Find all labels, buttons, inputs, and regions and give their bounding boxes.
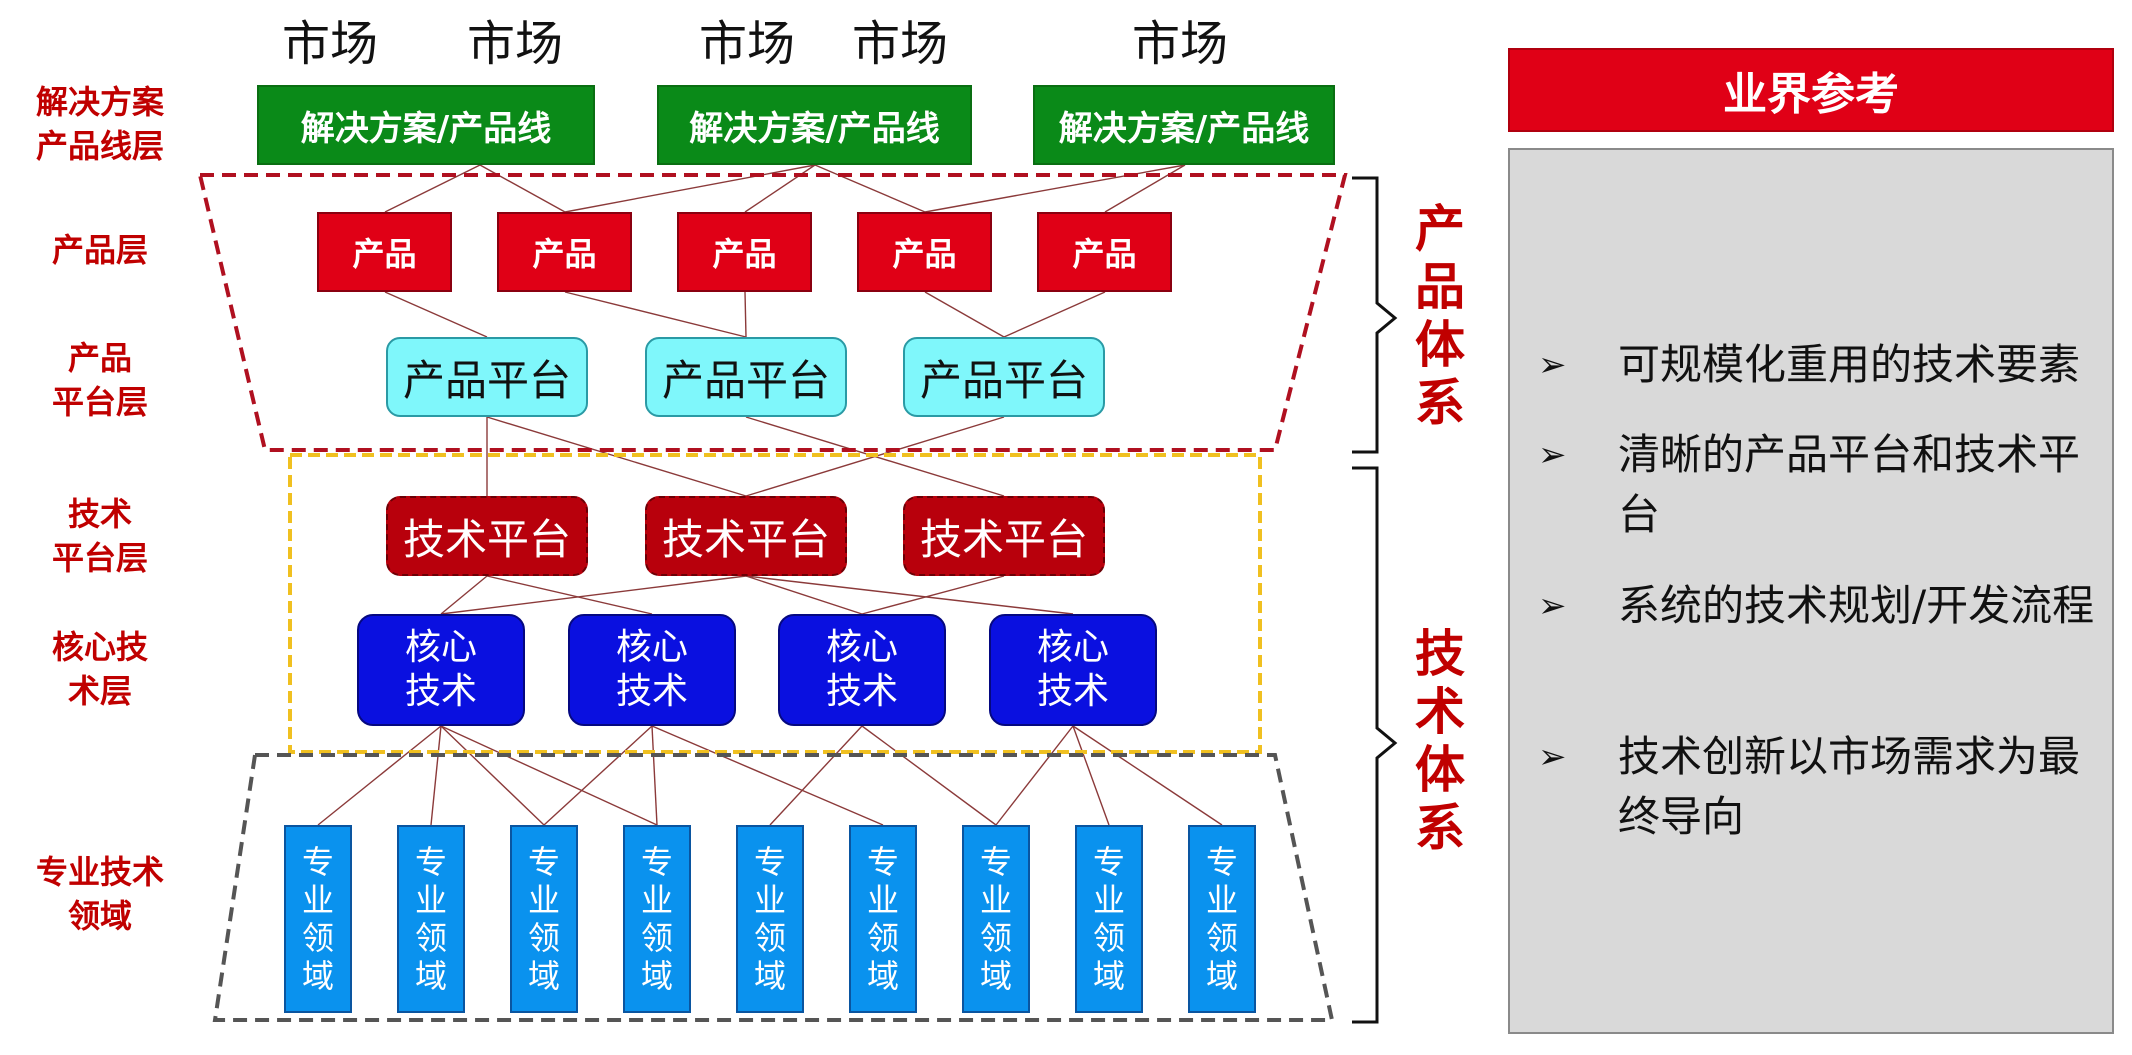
core-tech-label: 核心 技术 <box>615 627 688 712</box>
domain-label: 专 业 领 域 <box>1092 843 1125 995</box>
layer-label-product: 产品层 <box>51 231 148 269</box>
market-label: 市场 <box>1131 16 1228 72</box>
product-platform-box: 产品平台 <box>645 337 847 417</box>
solution-box: 解决方案/产品线 <box>657 85 972 165</box>
domain-box: 专 业 领 域 <box>397 825 465 1013</box>
layer-label-core-tech: 核心技 术层 <box>51 628 148 710</box>
domain-box: 专 业 领 域 <box>1075 825 1143 1013</box>
arrow-bullet-icon: ➢ <box>1538 737 1567 777</box>
reference-item-text: 可规模化重用的技术要素 <box>1618 340 2081 389</box>
product-box: 产品 <box>317 212 452 292</box>
reference-item: ➢ 清晰的产品平台和技术平台 <box>1538 425 2108 545</box>
domain-label: 专 业 领 域 <box>753 843 786 995</box>
core-tech-box: 核心 技术 <box>778 614 946 726</box>
tech-system-brace <box>1352 466 1398 1024</box>
arrow-bullet-icon: ➢ <box>1538 345 1567 385</box>
domain-label: 专 业 领 域 <box>640 843 673 995</box>
core-tech-box: 核心 技术 <box>989 614 1157 726</box>
layer-label-tech-platform: 技术 平台层 <box>51 495 148 577</box>
market-label: 市场 <box>698 16 795 72</box>
reference-item: ➢ 技术创新以市场需求为最终导向 <box>1538 727 2108 847</box>
reference-item: ➢ 可规模化重用的技术要素 <box>1538 335 2108 395</box>
layer-label-solution: 解决方案 产品线层 <box>35 83 164 165</box>
layer-label-product-platform: 产品 平台层 <box>51 339 148 421</box>
core-tech-label: 核心 技术 <box>825 627 898 712</box>
reference-item-text: 技术创新以市场需求为最终导向 <box>1618 732 2081 841</box>
product-system-frame <box>197 173 1348 452</box>
solution-box: 解决方案/产品线 <box>257 85 595 165</box>
solution-product-links <box>384 164 1186 213</box>
product-system-label: 产 品 体 系 <box>1415 200 1465 432</box>
product-platform-box: 产品平台 <box>903 337 1105 417</box>
domain-label: 专 业 领 域 <box>414 843 447 995</box>
core-tech-label: 核心 技术 <box>404 627 477 712</box>
reference-item-text: 系统的技术规划/开发流程 <box>1618 581 2095 630</box>
reference-panel: ➢ 可规模化重用的技术要素 ➢ 清晰的产品平台和技术平台 ➢ 系统的技术规划/开… <box>1508 148 2114 1034</box>
domain-box: 专 业 领 域 <box>1188 825 1256 1013</box>
reference-header: 业界参考 <box>1508 48 2114 132</box>
product-box: 产品 <box>857 212 992 292</box>
domain-box: 专 业 领 域 <box>736 825 804 1013</box>
product-system-brace <box>1352 176 1398 454</box>
tech-platform-box: 技术平台 <box>386 496 588 576</box>
domain-label: 专 业 领 域 <box>1205 843 1238 995</box>
market-label: 市场 <box>281 16 378 72</box>
market-label: 市场 <box>466 16 563 72</box>
product-platform-links <box>384 291 1106 338</box>
domain-label: 专 业 领 域 <box>527 843 560 995</box>
domain-frame <box>212 753 1335 1022</box>
tech-system-frame <box>288 453 1262 754</box>
layer-label-domain: 专业技术 领域 <box>35 853 164 935</box>
market-label: 市场 <box>851 16 948 72</box>
tech-platform-box: 技术平台 <box>645 496 847 576</box>
domain-box: 专 业 领 域 <box>962 825 1030 1013</box>
domain-box: 专 业 领 域 <box>623 825 691 1013</box>
domain-label: 专 业 领 域 <box>866 843 899 995</box>
domain-label: 专 业 领 域 <box>979 843 1012 995</box>
core-tech-label: 核心 技术 <box>1036 627 1109 712</box>
core-domain-links <box>317 725 1223 826</box>
product-platform-box: 产品平台 <box>386 337 588 417</box>
domain-box: 专 业 领 域 <box>510 825 578 1013</box>
product-box: 产品 <box>1037 212 1172 292</box>
domain-box: 专 业 领 域 <box>284 825 352 1013</box>
tech-core-links <box>440 575 1074 615</box>
core-tech-box: 核心 技术 <box>568 614 736 726</box>
tech-system-label: 技 术 体 系 <box>1415 625 1465 857</box>
reference-item: ➢ 系统的技术规划/开发流程 <box>1538 576 2108 636</box>
reference-item-text: 清晰的产品平台和技术平台 <box>1618 430 2081 539</box>
tech-platform-box: 技术平台 <box>903 496 1105 576</box>
product-box: 产品 <box>677 212 812 292</box>
arrow-bullet-icon: ➢ <box>1538 586 1567 626</box>
solution-box: 解决方案/产品线 <box>1033 85 1335 165</box>
arrow-bullet-icon: ➢ <box>1538 435 1567 475</box>
domain-box: 专 业 领 域 <box>849 825 917 1013</box>
domain-label: 专 业 领 域 <box>301 843 334 995</box>
product-box: 产品 <box>497 212 632 292</box>
core-tech-box: 核心 技术 <box>357 614 525 726</box>
